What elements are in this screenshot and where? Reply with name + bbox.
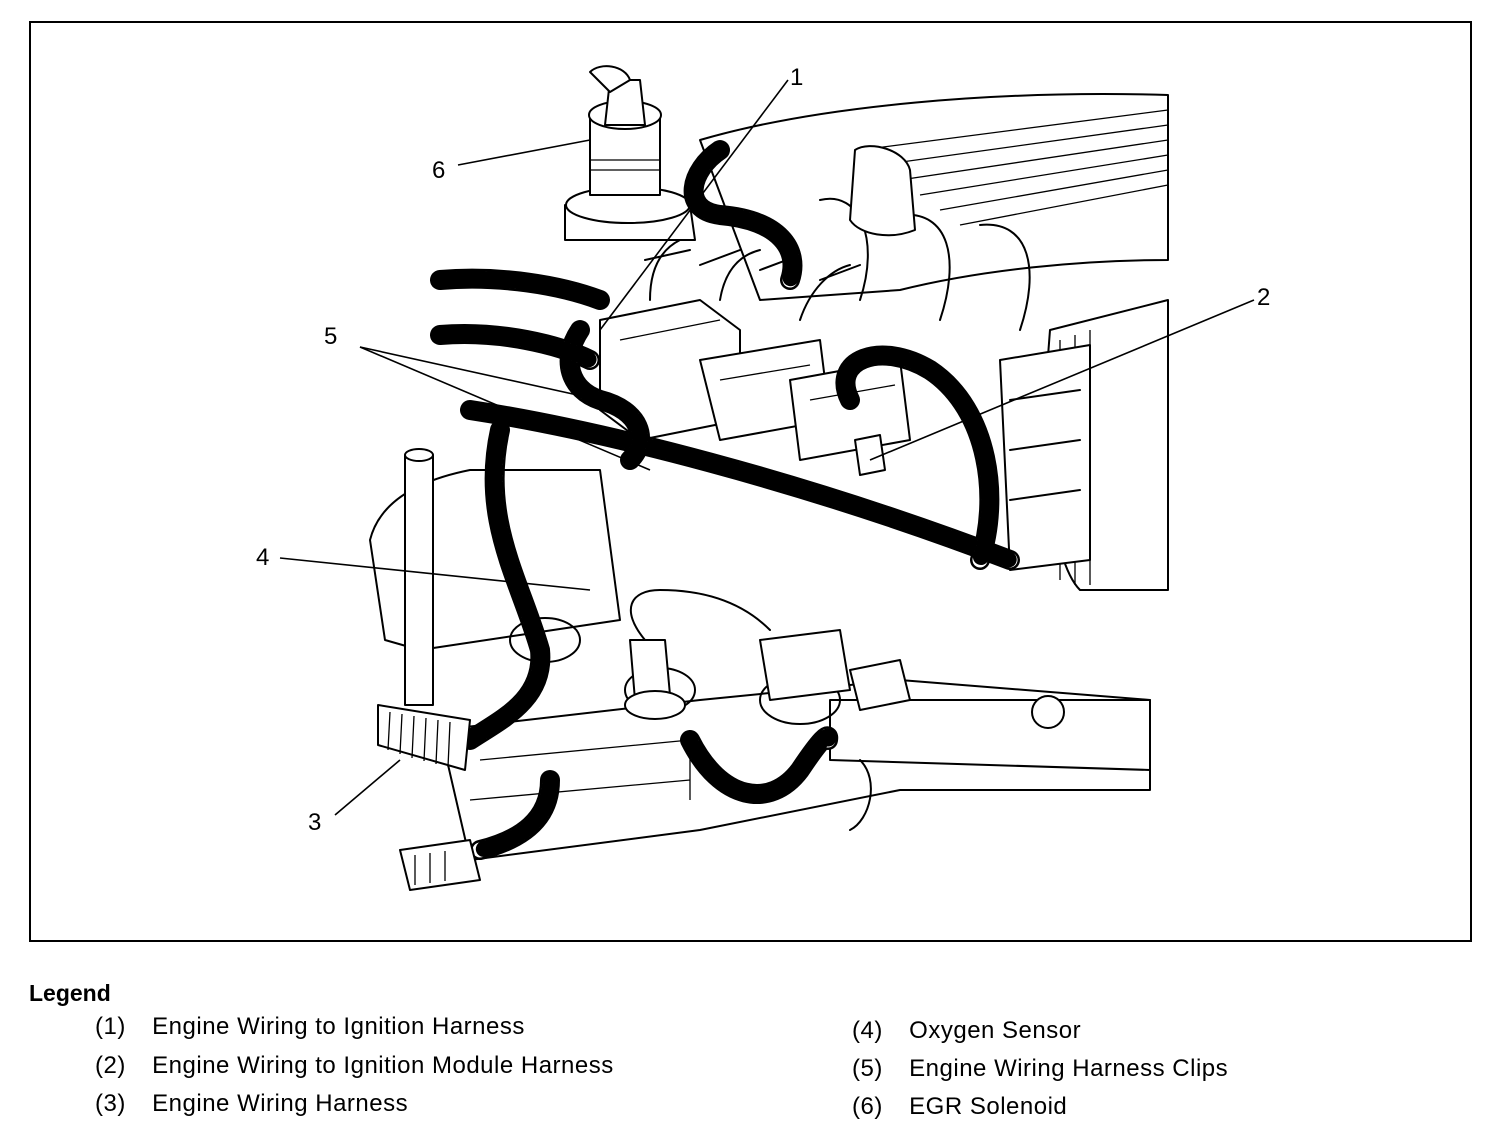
intake-manifold bbox=[699, 93, 1169, 331]
engine-diagram: 1 2 3 4 5 6 bbox=[256, 64, 1270, 891]
transmission bbox=[999, 299, 1169, 591]
callout-4: 4 bbox=[256, 544, 269, 571]
legend-item-5: (5) Engine Wiring Harness Clips bbox=[852, 1055, 1228, 1083]
legend-num: (2) bbox=[95, 1052, 126, 1079]
connectors bbox=[399, 434, 911, 891]
legend-item-2: (2) Engine Wiring to Ignition Module Har… bbox=[95, 1052, 614, 1080]
legend-item-4: (4) Oxygen Sensor bbox=[852, 1017, 1081, 1045]
legend-item-6: (6) EGR Solenoid bbox=[852, 1093, 1067, 1121]
legend-label: Engine Wiring Harness Clips bbox=[909, 1055, 1229, 1082]
callout-5: 5 bbox=[324, 323, 337, 350]
callout-1: 1 bbox=[790, 64, 803, 91]
diagram-frame bbox=[29, 21, 1472, 942]
oxygen-sensor bbox=[624, 589, 771, 720]
legend-num: (3) bbox=[95, 1090, 126, 1117]
legend-label: Engine Wiring to Ignition Module Harness bbox=[152, 1052, 614, 1079]
legend-label: Engine Wiring to Ignition Harness bbox=[152, 1013, 525, 1040]
legend-label: EGR Solenoid bbox=[909, 1093, 1068, 1120]
legend-label: Engine Wiring Harness bbox=[152, 1090, 409, 1117]
wiring-harnesses bbox=[377, 140, 1020, 860]
callout-2: 2 bbox=[1257, 284, 1270, 311]
legend-num: (4) bbox=[852, 1017, 883, 1044]
legend-num: (6) bbox=[852, 1093, 883, 1120]
egr-solenoid bbox=[564, 65, 696, 241]
callout-6: 6 bbox=[432, 157, 445, 184]
legend-label: Oxygen Sensor bbox=[909, 1017, 1082, 1044]
legend-num: (5) bbox=[852, 1055, 883, 1082]
callout-leaders bbox=[279, 79, 1255, 816]
legend-item-1: (1) Engine Wiring to Ignition Harness bbox=[95, 1013, 525, 1041]
legend-title: Legend bbox=[29, 980, 111, 1006]
callout-3: 3 bbox=[308, 809, 321, 836]
legend-item-3: (3) Engine Wiring Harness bbox=[95, 1090, 408, 1118]
legend-num: (1) bbox=[95, 1013, 126, 1040]
